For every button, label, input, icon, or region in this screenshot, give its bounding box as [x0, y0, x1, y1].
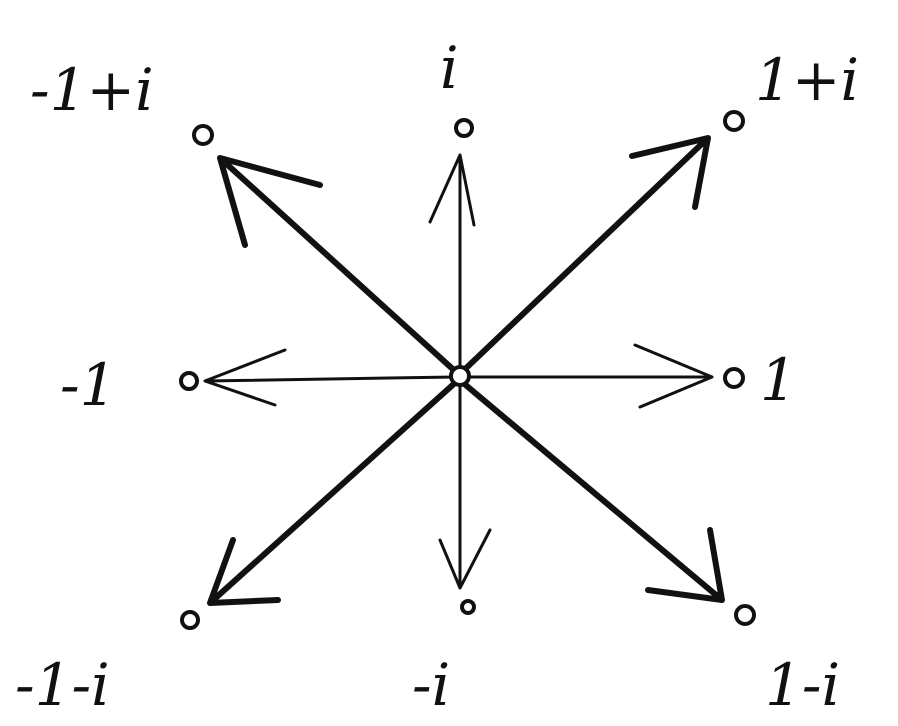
label-neg-one: -1 [60, 351, 117, 419]
label-neg-one-plus-i: -1+i [30, 56, 154, 124]
dot-one-plus-i [723, 110, 745, 132]
label-one: 1 [760, 346, 797, 414]
diagonal-arrows [207, 135, 725, 606]
label-one-plus-i: 1+i [755, 46, 859, 114]
dot-one-minus-i [734, 604, 756, 626]
label-one-minus-i: 1-i [765, 651, 840, 719]
origin-dot [449, 365, 471, 387]
dot-neg-one-plus-i [192, 124, 214, 146]
arrow-to-one-plus-i [459, 135, 711, 375]
dot-neg-one [179, 371, 199, 391]
arrow-to-neg-one-plus-i [217, 155, 459, 375]
label-i: i [440, 34, 459, 102]
dot-neg-i [460, 599, 476, 615]
label-neg-one-minus-i: -1-i [15, 651, 110, 719]
arrow-to-neg-one-minus-i [207, 379, 459, 606]
arrow-to-neg-one [203, 348, 457, 407]
dot-one [723, 367, 745, 389]
axis-arrows [203, 153, 714, 590]
dot-neg-one-minus-i [180, 610, 200, 630]
arrow-to-one-minus-i [459, 379, 725, 603]
arrow-to-neg-i [438, 380, 492, 590]
label-neg-i: -i [412, 651, 450, 719]
labels: i -i 1 -1 1+i -1+i 1-i -1-i [15, 34, 859, 719]
endpoint-dots [179, 110, 756, 630]
arrow-to-one [463, 343, 714, 409]
arrow-to-i [428, 153, 476, 374]
dot-i [454, 118, 474, 138]
